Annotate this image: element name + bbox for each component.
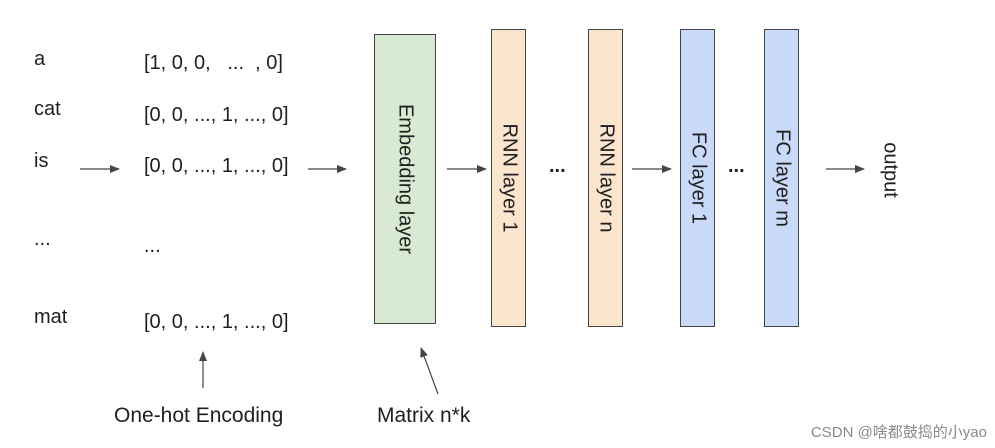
rnn-ellipsis: ...	[549, 155, 566, 177]
fc-layer-1-box: FC layer 1	[680, 29, 715, 327]
rnn-layer-n-box: RNN layer n	[588, 29, 623, 327]
fc-ellipsis: ...	[728, 155, 745, 177]
matrix-caption: Matrix n*k	[377, 404, 471, 427]
rnn-layer-1-box: RNN layer 1	[491, 29, 526, 327]
fc-layer-m-box: FC layer m	[764, 29, 799, 327]
one-hot-encoding-caption: One-hot Encoding	[114, 404, 284, 427]
word-cat: cat	[34, 98, 61, 120]
vector-cat: [0, 0, ..., 1, ..., 0]	[144, 104, 289, 126]
vector-ellipsis: ...	[144, 235, 161, 257]
word-is: is	[34, 150, 49, 172]
arrow-matrix-caption	[420, 347, 439, 395]
vector-mat: [0, 0, ..., 1, ..., 0]	[144, 311, 289, 333]
embedding-layer-box: Embedding layer	[374, 34, 436, 324]
word-a: a	[34, 48, 46, 70]
vector-a: [1, 0, 0, ... , 0]	[144, 52, 283, 74]
word-ellipsis: ...	[34, 228, 51, 250]
watermark: CSDN @啥都鼓捣的小yao	[810, 424, 987, 441]
vector-is: [0, 0, ..., 1, ..., 0]	[144, 155, 289, 177]
word-mat: mat	[34, 306, 68, 328]
